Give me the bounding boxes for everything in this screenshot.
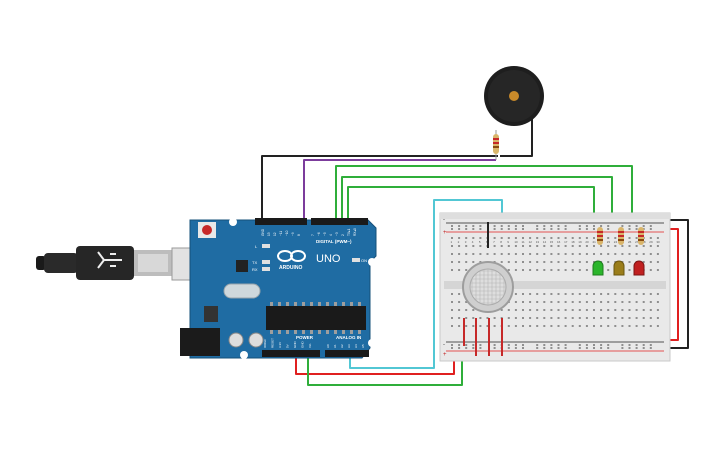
led-label-rx: RX — [252, 267, 258, 272]
led-resistors[interactable] — [597, 227, 644, 245]
power-pin-label: GND — [301, 341, 305, 349]
led-red[interactable] — [633, 260, 645, 276]
power-pin-label: RESET — [271, 338, 275, 348]
digital-header-label: DIGITAL (PWM~) — [316, 239, 352, 244]
column-number: 27 — [635, 240, 639, 244]
rail-minus-bottom: - — [443, 342, 445, 348]
column-number: 14 — [543, 240, 547, 244]
column-number: 17 — [564, 240, 568, 244]
column-number: 7 — [493, 240, 495, 244]
column-number: 19 — [578, 240, 582, 244]
power-jack[interactable] — [180, 328, 220, 356]
led-yellow[interactable] — [613, 260, 625, 276]
digital-pin-label: 8 — [297, 234, 301, 236]
digital-pin-label: ~3 — [335, 232, 339, 236]
column-number: 18 — [571, 240, 575, 244]
column-number: 26 — [628, 240, 632, 244]
brand-label: ARDUINO — [279, 265, 302, 271]
column-number: 2 — [458, 240, 460, 244]
column-number: 29 — [649, 240, 653, 244]
atmega-chip — [266, 306, 366, 330]
power-label: POWER — [296, 335, 314, 340]
reset-button[interactable] — [202, 225, 212, 235]
column-number: 9 — [507, 240, 509, 244]
arduino-uno[interactable]: L TX RX ON ARDUINO UNO DIGITAL (PWM~) PO… — [180, 218, 377, 359]
analog-header[interactable] — [325, 350, 369, 357]
analog-pin-label: A3 — [347, 344, 351, 348]
column-number: 5 — [479, 240, 481, 244]
digital-header-right[interactable] — [311, 218, 368, 225]
power-header[interactable] — [262, 350, 320, 357]
analog-pin-label: A4 — [354, 344, 358, 348]
gas-sensor-legs — [463, 318, 503, 356]
column-number: 13 — [536, 240, 540, 244]
column-number: 28 — [642, 240, 646, 244]
led-label-l: L — [255, 244, 258, 249]
column-number: 23 — [607, 240, 611, 244]
usb-cable[interactable] — [36, 246, 199, 281]
analog-pin-label: A5 — [361, 344, 365, 348]
column-number: 16 — [557, 240, 561, 244]
column-number: 3 — [465, 240, 467, 244]
digital-pin-label: ~10 — [285, 230, 289, 236]
rail-plus-top: + — [443, 230, 447, 236]
power-pin-label: Vin — [308, 343, 312, 348]
analog-pin-label: A0 — [326, 344, 330, 348]
digital-pin-label: ~9 — [291, 232, 295, 236]
piezo-buzzer[interactable] — [484, 66, 544, 126]
column-number: 8 — [500, 240, 502, 244]
power-pin-label: GND — [293, 341, 297, 349]
column-number: 15 — [550, 240, 554, 244]
usb-symbol-icon — [97, 251, 122, 269]
analog-pin-label: A1 — [333, 344, 337, 348]
led-label-tx: TX — [252, 260, 257, 265]
power-pin-label: 3.3V — [278, 342, 282, 348]
rail-minus-top: - — [443, 217, 445, 223]
gas-sensor[interactable] — [462, 261, 514, 313]
digital-pin-label: 13 — [267, 232, 271, 236]
digital-pin-label: ~6 — [317, 232, 321, 236]
column-number: 12 — [529, 240, 533, 244]
power-pin-label: IOREF — [263, 339, 267, 348]
digital-pin-label: 7 — [311, 234, 315, 236]
digital-pin-label: GND — [261, 228, 265, 236]
column-number: 1 — [451, 240, 453, 244]
column-number: 4 — [472, 240, 474, 244]
column-number: 30 — [656, 240, 660, 244]
digital-pin-label: 2 — [341, 234, 345, 236]
analog-pin-label: A2 — [340, 344, 344, 348]
arduino-logo-icon — [277, 250, 306, 262]
column-number: 11 — [522, 240, 525, 244]
board-name: UNO — [316, 253, 341, 265]
on-label: ON — [361, 258, 367, 263]
column-number: 24 — [614, 240, 618, 244]
rail-plus-bottom: + — [443, 352, 447, 358]
power-pin-label: 5V — [286, 344, 290, 348]
digital-pin-label: ~5 — [323, 232, 327, 236]
digital-pin-label: ~11 — [279, 231, 283, 236]
column-number: 21 — [593, 240, 597, 244]
buzzer-resistor[interactable] — [493, 130, 499, 160]
digital-pin-label: 12 — [273, 232, 277, 236]
column-number: 20 — [585, 240, 589, 244]
digital-header-left[interactable] — [255, 218, 307, 225]
analog-label: ANALOG IN — [336, 335, 361, 340]
digital-pin-label: RX◂0 — [353, 228, 357, 236]
column-number: 10 — [514, 240, 518, 244]
digital-pin-label: TX▸1 — [347, 228, 351, 236]
led-green[interactable] — [592, 260, 604, 276]
digital-pin-label: 4 — [329, 234, 333, 236]
